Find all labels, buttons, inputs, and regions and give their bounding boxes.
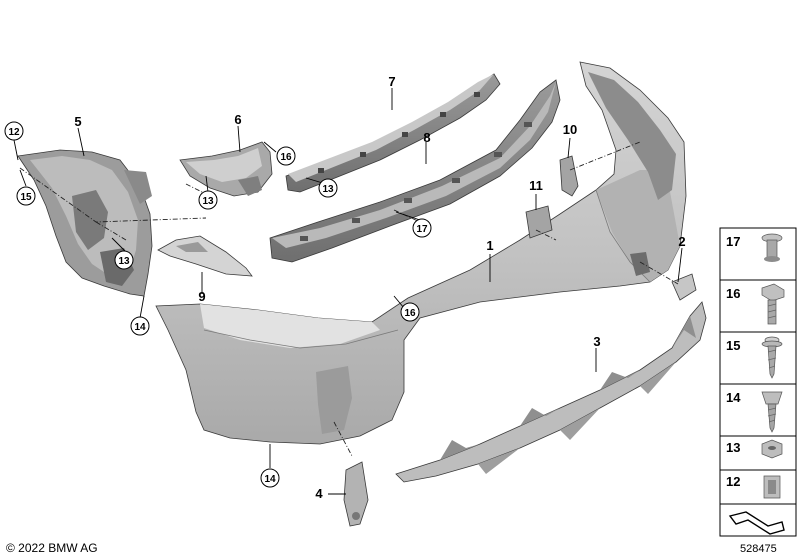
holder-4 bbox=[343, 461, 369, 527]
svg-text:8: 8 bbox=[423, 130, 430, 145]
hex-nut-icon bbox=[761, 439, 783, 459]
legend-cell-12: 12 bbox=[719, 469, 797, 505]
legend-cell-15: 15 bbox=[719, 331, 797, 385]
svg-text:16: 16 bbox=[726, 286, 740, 301]
svg-text:6: 6 bbox=[234, 112, 241, 127]
callout-1: 1 bbox=[486, 238, 493, 253]
callout-8: 8 bbox=[423, 130, 430, 145]
circled-callout-16-b: 16 bbox=[400, 302, 420, 322]
callout-2: 2 bbox=[678, 234, 685, 249]
svg-text:15: 15 bbox=[20, 192, 32, 203]
svg-text:14: 14 bbox=[726, 390, 741, 405]
callout-5: 5 bbox=[74, 114, 81, 129]
copyright: © 2022 BMW AG bbox=[6, 541, 98, 555]
svg-text:5: 5 bbox=[74, 114, 81, 129]
circled-callout-15: 15 bbox=[16, 186, 36, 206]
svg-text:10: 10 bbox=[563, 122, 577, 137]
callout-6: 6 bbox=[234, 112, 241, 127]
legend-cell-13: 13 bbox=[719, 435, 797, 471]
bracket-10 bbox=[559, 155, 579, 197]
callout-9: 9 bbox=[198, 289, 205, 304]
svg-text:11: 11 bbox=[529, 178, 543, 193]
flange-screw-icon bbox=[761, 283, 785, 325]
circled-callout-13-c: 13 bbox=[318, 178, 338, 198]
legend-cell-16: 16 bbox=[719, 279, 797, 333]
circled-callout-16-a: 16 bbox=[276, 146, 296, 166]
bracket-11 bbox=[525, 205, 553, 239]
clip-nut-icon bbox=[763, 475, 781, 499]
svg-text:13: 13 bbox=[322, 184, 334, 195]
svg-text:13: 13 bbox=[202, 196, 214, 207]
push-rivet-icon bbox=[761, 233, 783, 262]
callout-3: 3 bbox=[593, 334, 600, 349]
circled-callout-12: 12 bbox=[4, 121, 24, 141]
bumper-panel bbox=[155, 61, 687, 445]
circled-callout-13-a: 13 bbox=[198, 190, 218, 210]
svg-text:13: 13 bbox=[118, 256, 130, 267]
svg-text:17: 17 bbox=[726, 234, 740, 249]
callout-10: 10 bbox=[563, 122, 577, 137]
lower-carrier bbox=[269, 79, 561, 263]
callout-11: 11 bbox=[529, 178, 543, 193]
circled-callout-17: 17 bbox=[412, 218, 432, 238]
svg-text:12: 12 bbox=[726, 474, 740, 489]
svg-text:13: 13 bbox=[726, 440, 740, 455]
svg-text:7: 7 bbox=[388, 74, 395, 89]
circled-callout-14-b: 14 bbox=[260, 468, 280, 488]
svg-text:3: 3 bbox=[593, 334, 600, 349]
diffuser bbox=[395, 301, 707, 483]
svg-text:14: 14 bbox=[264, 474, 276, 485]
document-id: 528475 bbox=[740, 543, 777, 555]
circled-callout-13-b: 13 bbox=[114, 250, 134, 270]
svg-text:9: 9 bbox=[198, 289, 205, 304]
svg-text:14: 14 bbox=[134, 322, 146, 333]
washer-screw-icon bbox=[761, 336, 783, 379]
pointer-arrow-icon bbox=[728, 511, 785, 535]
svg-text:2: 2 bbox=[678, 234, 685, 249]
svg-text:1: 1 bbox=[486, 238, 493, 253]
svg-text:4: 4 bbox=[315, 486, 323, 501]
circled-callout-14-a: 14 bbox=[130, 316, 150, 336]
callout-7: 7 bbox=[388, 74, 395, 89]
leader-lines bbox=[13, 88, 683, 495]
svg-text:12: 12 bbox=[8, 127, 20, 138]
callout-4: 4 bbox=[315, 486, 323, 501]
svg-text:15: 15 bbox=[726, 338, 740, 353]
expanding-nut-screw-icon bbox=[761, 391, 783, 433]
bracket-6 bbox=[179, 141, 273, 197]
legend-cell-17: 17 bbox=[719, 227, 797, 281]
svg-text:16: 16 bbox=[404, 308, 416, 319]
legend-cell-arrow bbox=[719, 503, 797, 537]
reflector-panel bbox=[157, 235, 253, 277]
svg-text:16: 16 bbox=[280, 152, 292, 163]
svg-text:17: 17 bbox=[416, 224, 428, 235]
